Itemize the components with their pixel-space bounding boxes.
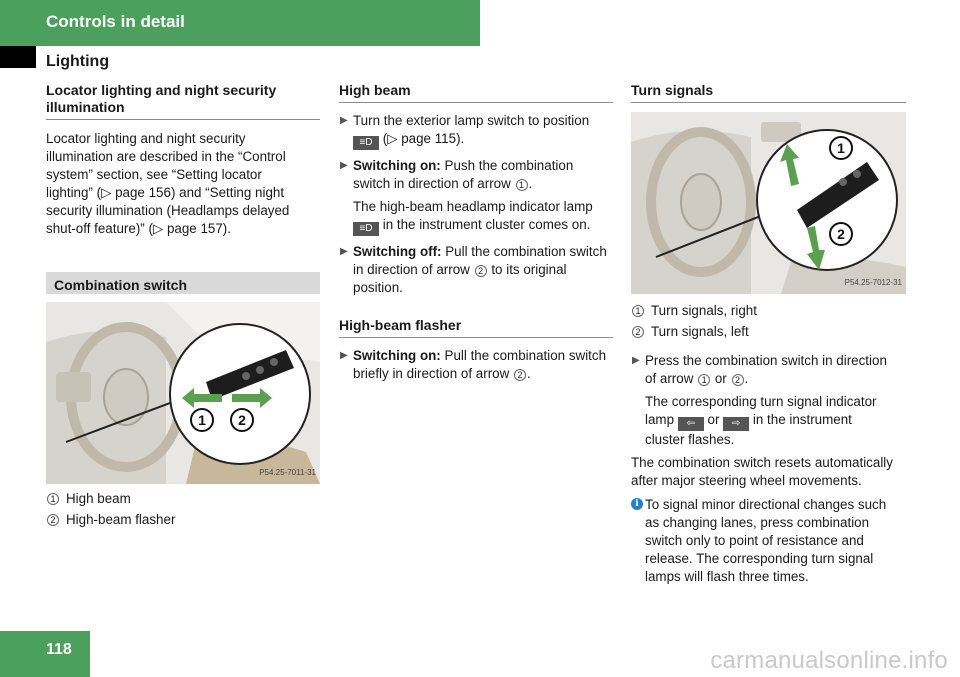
- header-bar: [0, 0, 480, 46]
- callout-number: 2: [731, 374, 744, 386]
- step-text: Turn the exterior lamp switch to positio…: [353, 113, 590, 128]
- reset-line-2: after major steering wheel movements.: [631, 473, 862, 488]
- turn-signal-figure: 1 2 P54.25-7012-31: [631, 112, 906, 294]
- high-beam-step-3: ▶ Switching off: Pull the combination sw…: [339, 243, 613, 297]
- step-text: switch in direction of arrow: [353, 176, 511, 191]
- page-number-tab: [0, 631, 90, 677]
- caption-text: Turn signals, left: [651, 324, 749, 339]
- turn-left-indicator-icon: ⇦: [677, 417, 704, 431]
- step-text: Press the combination switch in directio…: [645, 353, 887, 368]
- high-beam-heading: High beam: [339, 82, 613, 103]
- info-icon: i: [631, 498, 643, 510]
- step-arrow-icon: ▶: [340, 160, 348, 171]
- info-text: switch only to point of resistance and: [645, 533, 864, 548]
- combination-switch-figure: 1 2 P54.25-7011-31: [46, 302, 320, 484]
- info-text: To signal minor directional changes such: [645, 497, 887, 512]
- caption-text: High-beam flasher: [66, 512, 176, 527]
- combination-switch-illustration: 1 2: [46, 302, 320, 484]
- turn-signal-illustration: 1 2: [631, 112, 906, 294]
- caption-item: 2 Turn signals, left: [631, 323, 906, 341]
- step-text: briefly in direction of arrow: [353, 366, 510, 381]
- high-beam-lamp-icon: ≡D: [353, 136, 379, 150]
- callout-number: 2: [474, 265, 487, 277]
- watermark: carmanualsonline.info: [710, 647, 948, 674]
- locator-heading: Locator lighting and night security illu…: [46, 82, 320, 120]
- step-text: of arrow: [645, 371, 694, 386]
- step-note: The corresponding turn signal indicator: [645, 394, 877, 409]
- step-text: in direction of arrow: [353, 262, 470, 277]
- step-text: or: [714, 371, 727, 386]
- figure-id: P54.25-7011-31: [259, 468, 316, 477]
- column-middle: High beam ▶ Turn the exterior lamp switc…: [339, 82, 613, 383]
- caption-text: High beam: [66, 491, 131, 506]
- reset-line-1: The combination switch resets automatica…: [631, 455, 893, 470]
- step-text: Push the combination: [444, 158, 574, 173]
- high-beam-step-2: ▶ Switching on: Push the combination swi…: [339, 157, 613, 236]
- step-label: Switching off:: [353, 244, 442, 259]
- caption-number: 1: [47, 493, 59, 505]
- step-arrow-icon: ▶: [632, 355, 640, 366]
- combination-switch-band: Combination switch: [46, 272, 320, 294]
- caption-number: 2: [632, 326, 644, 338]
- caption-item: 2 High-beam flasher: [46, 511, 320, 529]
- info-text: lamps will flash three times.: [645, 569, 809, 584]
- step-text: position.: [353, 280, 403, 295]
- step-arrow-icon: ▶: [340, 350, 348, 361]
- locator-line-2: illumination are described in the “Contr…: [46, 149, 286, 164]
- header-marker: [0, 46, 36, 68]
- locator-line-4: lighting” (▷ page 156) and “Setting nigh…: [46, 185, 285, 200]
- caption-item: 1 High beam: [46, 490, 320, 508]
- flasher-step: ▶ Switching on: Pull the combination swi…: [340, 348, 607, 381]
- step-text: (▷ page 115).: [382, 131, 465, 146]
- step-arrow-icon: ▶: [340, 115, 348, 126]
- figure-id: P54.25-7012-31: [844, 278, 902, 287]
- figure-label-2: 2: [238, 412, 246, 428]
- locator-line-5: security illumination (Headlamps delayed: [46, 203, 290, 218]
- column-left: Locator lighting and night security illu…: [46, 82, 320, 529]
- caption-number: 1: [632, 305, 644, 317]
- page-number: 118: [46, 641, 72, 658]
- high-beam-flasher-heading: High-beam flasher: [339, 317, 613, 338]
- figure-label-1: 1: [198, 412, 206, 428]
- callout-number: 1: [698, 374, 711, 386]
- high-beam-indicator-icon: ≡D: [353, 222, 379, 236]
- callout-number: 1: [515, 179, 528, 191]
- info-text: as changing lanes, press combination: [645, 515, 870, 530]
- step-note: The high-beam headlamp indicator lamp: [353, 199, 593, 214]
- step-note: in the instrument cluster comes on.: [382, 217, 591, 232]
- step-text: Pull the combination switch: [444, 348, 607, 363]
- figure-label-2: 2: [837, 226, 845, 242]
- step-note: in the instrument: [752, 412, 852, 427]
- caption-text: Turn signals, right: [651, 303, 757, 318]
- locator-line-1: Locator lighting and night security: [46, 131, 246, 146]
- subsection-title: Lighting: [46, 53, 110, 70]
- section-title: Controls in detail: [46, 12, 185, 31]
- turn-right-indicator-icon: ⇨: [723, 417, 750, 431]
- step-text: to its original: [491, 262, 567, 277]
- callout-number: 2: [514, 369, 527, 381]
- step-label: Switching on:: [353, 158, 441, 173]
- locator-line-3: system” section, see “Setting locator: [46, 167, 262, 182]
- info-note: i To signal minor directional changes su…: [631, 496, 906, 586]
- step-text: Pull the combination switch: [445, 244, 607, 259]
- turn-signal-step: ▶ Press the combination switch in direct…: [631, 352, 906, 449]
- info-text: release. The corresponding turn signal: [645, 551, 874, 566]
- locator-line-6: shut-off feature)” (▷ page 157).: [46, 221, 231, 236]
- step-arrow-icon: ▶: [340, 246, 348, 257]
- caption-item: 1 Turn signals, right: [631, 302, 906, 320]
- high-beam-step-1: ▶ Turn the exterior lamp switch to posit…: [339, 112, 613, 150]
- caption-number: 2: [47, 514, 59, 526]
- step-note: cluster flashes.: [645, 432, 735, 447]
- figure-label-1: 1: [837, 140, 845, 156]
- step-note: or: [707, 412, 720, 427]
- step-label: Switching on:: [353, 348, 441, 363]
- turn-signals-heading: Turn signals: [631, 82, 906, 103]
- step-note: lamp: [645, 412, 675, 427]
- column-right: Turn signals 1 2 P54.25-7012-31 1 Turn s…: [631, 82, 906, 586]
